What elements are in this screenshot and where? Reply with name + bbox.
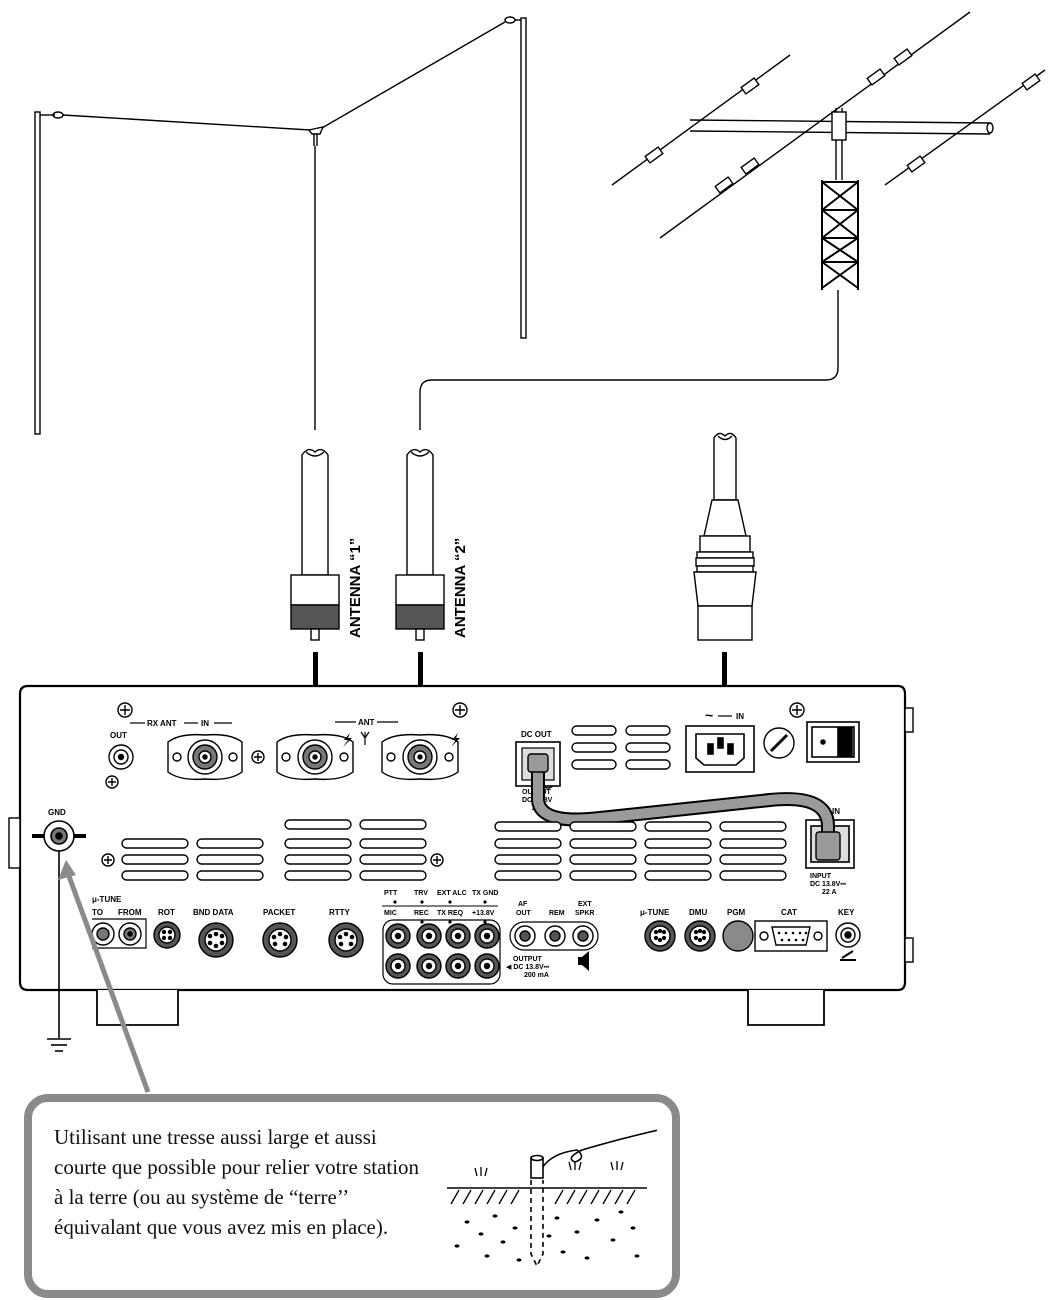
dc-out-label: DC OUT bbox=[521, 730, 552, 739]
rtty-jack[interactable] bbox=[328, 922, 364, 958]
ant1-socket[interactable] bbox=[276, 733, 354, 781]
ant-label: ANT bbox=[358, 718, 375, 727]
gnd-label: GND bbox=[48, 808, 66, 817]
ext-spkr-label-2: SPKR bbox=[575, 910, 594, 917]
grounding-note-text: Utilisant une tresse aussi large et auss… bbox=[54, 1125, 420, 1239]
tx-gnd-label: TX GND bbox=[472, 890, 498, 897]
key-label: KEY bbox=[838, 908, 855, 917]
ground-symbol-icon bbox=[47, 1038, 71, 1052]
cat-label: CAT bbox=[781, 908, 797, 917]
rtty-label: RTTY bbox=[329, 908, 351, 917]
ext-alc-label: EXT ALC bbox=[437, 890, 467, 897]
rca-jacks[interactable] bbox=[385, 923, 500, 979]
fuse-holder[interactable] bbox=[763, 727, 795, 759]
to-label: TO bbox=[92, 908, 103, 917]
dc-jumper-cable bbox=[527, 753, 841, 861]
pgm-jack[interactable] bbox=[722, 920, 754, 952]
antenna-1-label: ANTENNA “1” bbox=[347, 538, 364, 638]
dc-in-spec-3: 22 A bbox=[822, 889, 837, 896]
mic-label: MIC bbox=[384, 910, 397, 917]
transceiver-rear-panel: RX ANT IN OUT ANT bbox=[8, 684, 914, 1052]
rx-ant-out-jack[interactable] bbox=[108, 744, 134, 770]
rx-out-label: OUT bbox=[110, 731, 127, 740]
antenna-2-label: ANTENNA “2” bbox=[452, 538, 469, 638]
antenna-symbol-icon bbox=[360, 731, 370, 745]
plus138-label: +13.8V bbox=[472, 910, 495, 917]
bnd-data-label: BND DATA bbox=[193, 908, 234, 917]
rx-ant-label: RX ANT bbox=[147, 719, 177, 728]
af-out-label-2: OUT bbox=[516, 910, 532, 917]
cat-port[interactable] bbox=[754, 920, 828, 952]
dmu-label: DMU bbox=[689, 908, 707, 917]
rot-label: ROT bbox=[158, 908, 175, 917]
ground-rod-illustration bbox=[447, 1129, 657, 1268]
speaker-icon bbox=[578, 951, 589, 971]
utune-to-jack[interactable] bbox=[91, 922, 115, 946]
dc-in-spec-2: DC 13.8V⎓ bbox=[810, 881, 846, 888]
callout-pointer bbox=[63, 867, 151, 1093]
af-jacks[interactable] bbox=[514, 925, 594, 947]
antenna-2-plug bbox=[395, 448, 445, 641]
utune-jack[interactable] bbox=[644, 920, 676, 952]
rem-label: REM bbox=[549, 910, 565, 917]
ac-inlet[interactable] bbox=[685, 725, 755, 773]
af-out-label-1: AF bbox=[518, 901, 528, 908]
lightning-icon bbox=[343, 733, 460, 747]
dmu-jack[interactable] bbox=[684, 920, 716, 952]
ac-symbol: ~ bbox=[705, 707, 713, 723]
ptt-label: PTT bbox=[384, 890, 398, 897]
ac-power-plug bbox=[693, 432, 757, 641]
aux-out-spec-3: 200 mA bbox=[524, 972, 549, 979]
utune2-label: μ-TUNE bbox=[640, 908, 670, 917]
lower-vents bbox=[121, 819, 787, 881]
aux-out-spec-2: ◀ DC 13.8V⎓ bbox=[506, 964, 550, 971]
rx-in-label: IN bbox=[201, 719, 209, 728]
from-label: FROM bbox=[118, 908, 142, 917]
upper-vents bbox=[571, 725, 671, 770]
morse-key-icon bbox=[840, 950, 856, 961]
grounding-note-box: Utilisant une tresse aussi large et auss… bbox=[24, 1094, 680, 1298]
dc-in-label: IN bbox=[832, 807, 840, 816]
ac-in-label: IN bbox=[736, 712, 744, 721]
yagi-antenna bbox=[419, 11, 1046, 430]
bnd-data-jack[interactable] bbox=[198, 922, 234, 958]
antenna-1-plug bbox=[290, 448, 340, 641]
utune-from-jack[interactable] bbox=[118, 922, 142, 946]
pgm-label: PGM bbox=[727, 908, 746, 917]
trv-label: TRV bbox=[414, 890, 428, 897]
tx-req-label: TX REQ bbox=[437, 910, 464, 917]
panel-screws bbox=[101, 702, 805, 867]
aux-out-spec-1: OUTPUT bbox=[513, 956, 543, 963]
rec-label: REC bbox=[414, 910, 429, 917]
power-switch[interactable] bbox=[806, 721, 860, 763]
callout-arrowhead bbox=[58, 860, 76, 880]
rot-jack[interactable] bbox=[153, 921, 181, 949]
packet-label: PACKET bbox=[263, 908, 295, 917]
dc-in-spec-1: INPUT bbox=[810, 873, 832, 880]
key-jack[interactable] bbox=[835, 922, 861, 948]
ant2-socket[interactable] bbox=[381, 733, 459, 781]
packet-jack[interactable] bbox=[262, 922, 298, 958]
utune-label: μ-TUNE bbox=[92, 895, 122, 904]
dipole-antenna bbox=[34, 16, 527, 435]
rx-ant-in-socket[interactable] bbox=[167, 733, 243, 781]
ext-spkr-label-1: EXT bbox=[578, 901, 592, 908]
